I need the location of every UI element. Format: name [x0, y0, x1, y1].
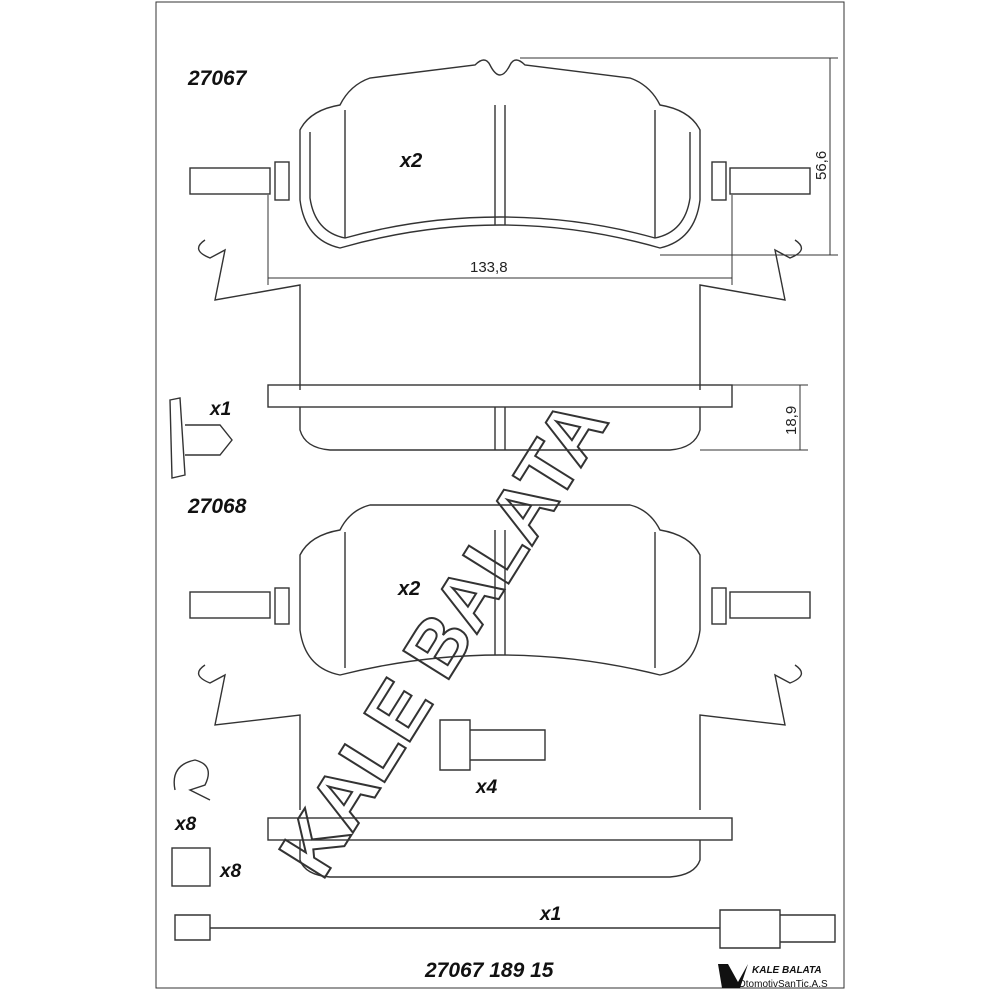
brake-pad-bottom	[189, 504, 811, 878]
clip-icon	[169, 397, 233, 479]
part-number-full: 27067 189 15	[424, 959, 554, 982]
thickness-dimension: 18,9	[783, 406, 800, 435]
dimension-lines	[267, 57, 838, 451]
drawing-frame	[155, 1, 845, 989]
retainer-icon	[171, 847, 211, 887]
wear-sensor-icon	[174, 909, 836, 949]
height-dimension: 56,6	[813, 151, 830, 180]
bolt-icon	[439, 719, 546, 771]
part-number-top: 27067	[187, 67, 248, 90]
qty-pad-top: x2	[399, 150, 422, 172]
svg-text:OtomotivSanTic.A.S: OtomotivSanTic.A.S	[738, 979, 828, 990]
width-dimension: 133,8	[470, 259, 508, 276]
kale-balata-logo: KALE BALATA OtomotivSanTic.A.S	[718, 964, 828, 990]
part-number-middle: 27068	[187, 495, 247, 518]
qty-bolt: x4	[475, 777, 498, 798]
qty-retainer: x8	[219, 861, 242, 882]
qty-pad-bottom: x2	[397, 578, 420, 600]
brake-pad-top	[189, 59, 811, 451]
svg-text:KALE BALATA: KALE BALATA	[752, 965, 822, 976]
qty-clip: x1	[209, 399, 231, 420]
qty-spring: x8	[174, 814, 197, 835]
spring-icon	[173, 759, 211, 801]
qty-sensor: x1	[539, 904, 561, 925]
watermark: KALE BALATA	[262, 384, 624, 891]
